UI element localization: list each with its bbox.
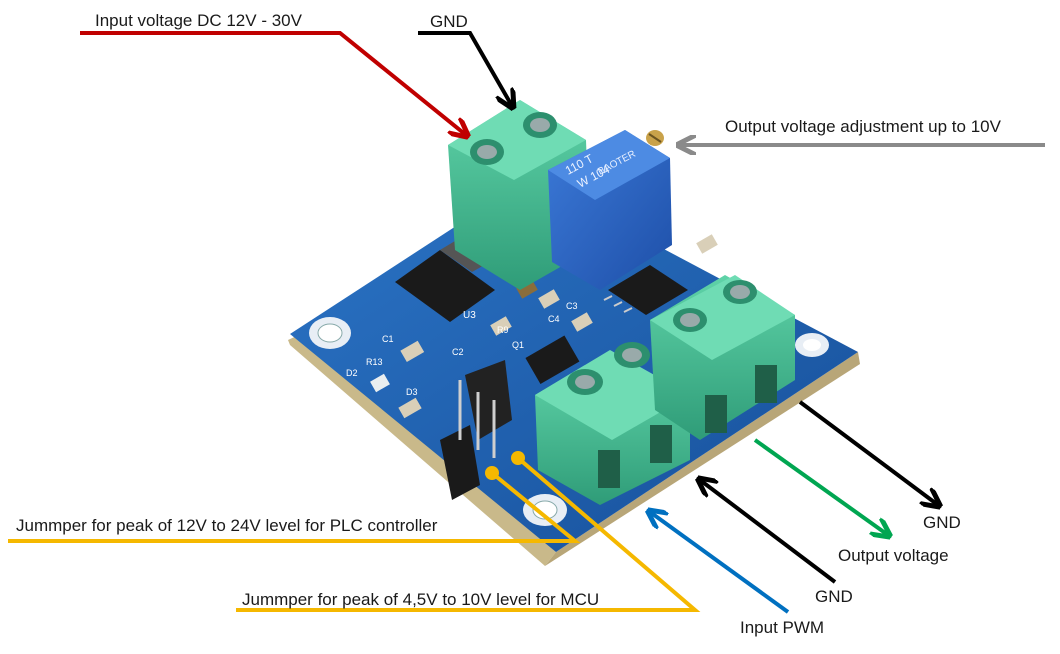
svg-text:D3: D3 [406,387,418,397]
svg-text:C3: C3 [566,301,578,311]
jumper-mcu-dot [511,451,525,465]
output-voltage-arrow [753,438,888,535]
output-voltage-label: Output voltage [838,546,949,565]
smd-components: C1 R13 D2 D3 C2 R9 C4 C3 Q1 [346,234,718,419]
jumper-mcu-line [236,456,701,612]
svg-text:R9: R9 [497,325,509,335]
svg-text:Q1: Q1 [512,340,524,350]
trimmer-potentiometer: BAOTER W 104 110 T [548,130,672,290]
gnd-bottom-arrow [700,480,837,584]
svg-text:C4: C4 [548,314,560,324]
svg-text:C1: C1 [382,334,394,344]
gnd-bottom-label: GND [815,587,853,606]
jumper-plc-line [8,471,581,543]
svg-text:D2: D2 [346,368,358,378]
svg-text:C2: C2 [452,347,464,357]
svg-text:R13: R13 [366,357,383,367]
jumper-plc-dot [485,466,499,480]
input-pwm-label: Input PWM [740,618,825,637]
gnd-top-label: GND [430,12,468,31]
gnd-right-arrow [798,400,938,505]
output-adjust-label: Output voltage adjustment up to 10V [725,117,1001,136]
input-pwm-arrow [650,512,790,614]
input-voltage-label: Input voltage DC 12V - 30V [95,11,302,30]
jumper-plc-label: Jummper for peak of 12V to 24V level for… [16,516,438,535]
jumper-header [440,360,512,500]
svg-text:U3: U3 [463,310,476,321]
output-terminal-blocks [535,275,795,505]
gnd-top-arrow [418,31,512,106]
ic-chip [603,265,688,315]
callout-arrows [8,31,1045,614]
jumper-mcu-label: Jummper for peak of 4,5V to 10V level fo… [242,590,600,609]
input-voltage-arrow [80,31,466,135]
gnd-right-label: GND [923,513,961,532]
